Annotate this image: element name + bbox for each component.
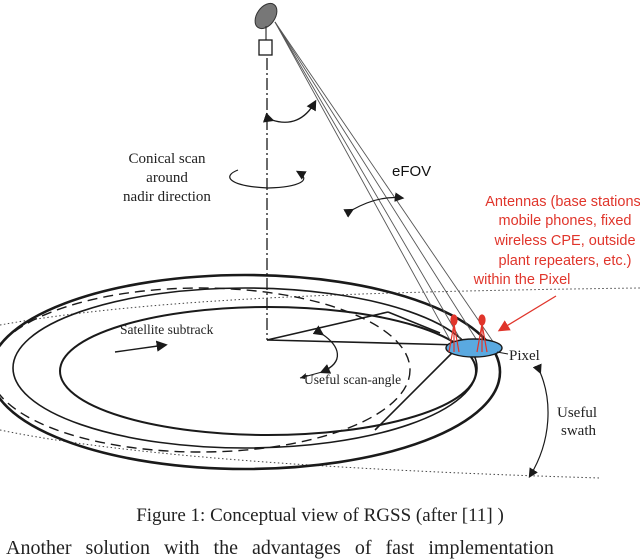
satellite-dish — [254, 2, 278, 30]
conical-scan-label-3: nadir direction — [123, 189, 211, 205]
swath-boundary-inner — [0, 429, 601, 479]
useful-scan-angle-label: Useful scan-angle — [304, 372, 401, 387]
useful-swath-arrow — [528, 363, 549, 479]
pixel-leader — [496, 351, 509, 355]
antennas-pointer-arrow — [497, 295, 557, 332]
antennas-label-3: wireless CPE, outside — [493, 233, 635, 249]
antennas-label-5: within the Pixel — [473, 272, 571, 288]
scan-ellipse-inner — [59, 306, 477, 436]
scan-ellipse-dashed — [0, 287, 411, 453]
scan-line-1 — [266, 311, 389, 341]
satellite-body — [258, 39, 273, 56]
scan-line-4 — [374, 344, 461, 431]
conical-scan-label-1: Conical scan — [128, 151, 206, 167]
scan-line-3 — [387, 311, 441, 334]
satellite-subtrack-label: Satellite subtrack — [120, 322, 214, 337]
useful-swath-label-1: Useful — [557, 405, 597, 421]
antennas-label-2: mobile phones, fixed — [499, 213, 632, 229]
efov-line-4 — [274, 21, 497, 347]
conical-scan-arrow — [229, 169, 307, 189]
scan-angle-arc — [312, 325, 339, 374]
pixel-label: Pixel — [509, 348, 540, 364]
efov-label: eFOV — [392, 163, 431, 180]
pixel-footprint — [445, 338, 503, 358]
figure-caption: Figure 1: Conceptual view of RGSS (after… — [136, 505, 504, 526]
body-text-line: Another solution with the advantages of … — [6, 537, 554, 559]
scan-ellipse-middle — [12, 287, 478, 449]
scan-ellipse-outer — [0, 273, 502, 471]
antenna-tower-1 — [448, 314, 460, 353]
antenna-tower-2 — [476, 314, 488, 353]
antennas-label-1: Antennas (base stations, — [485, 194, 640, 210]
subtrack-arrow — [114, 340, 168, 353]
rgss-diagram: Conical scan around nadir direction eFOV… — [0, 2, 640, 479]
efov-beam-arc — [343, 192, 405, 218]
efov-line-3 — [274, 21, 479, 343]
conical-scan-label-2: around — [146, 170, 188, 186]
efov-line-2 — [274, 21, 463, 343]
efov-angle-arc — [262, 99, 317, 123]
scan-line-2 — [266, 339, 461, 346]
efov-line-1 — [274, 21, 451, 341]
useful-swath-label-2: swath — [561, 423, 596, 439]
antennas-label-4: plant repeaters, etc.) — [499, 253, 632, 269]
